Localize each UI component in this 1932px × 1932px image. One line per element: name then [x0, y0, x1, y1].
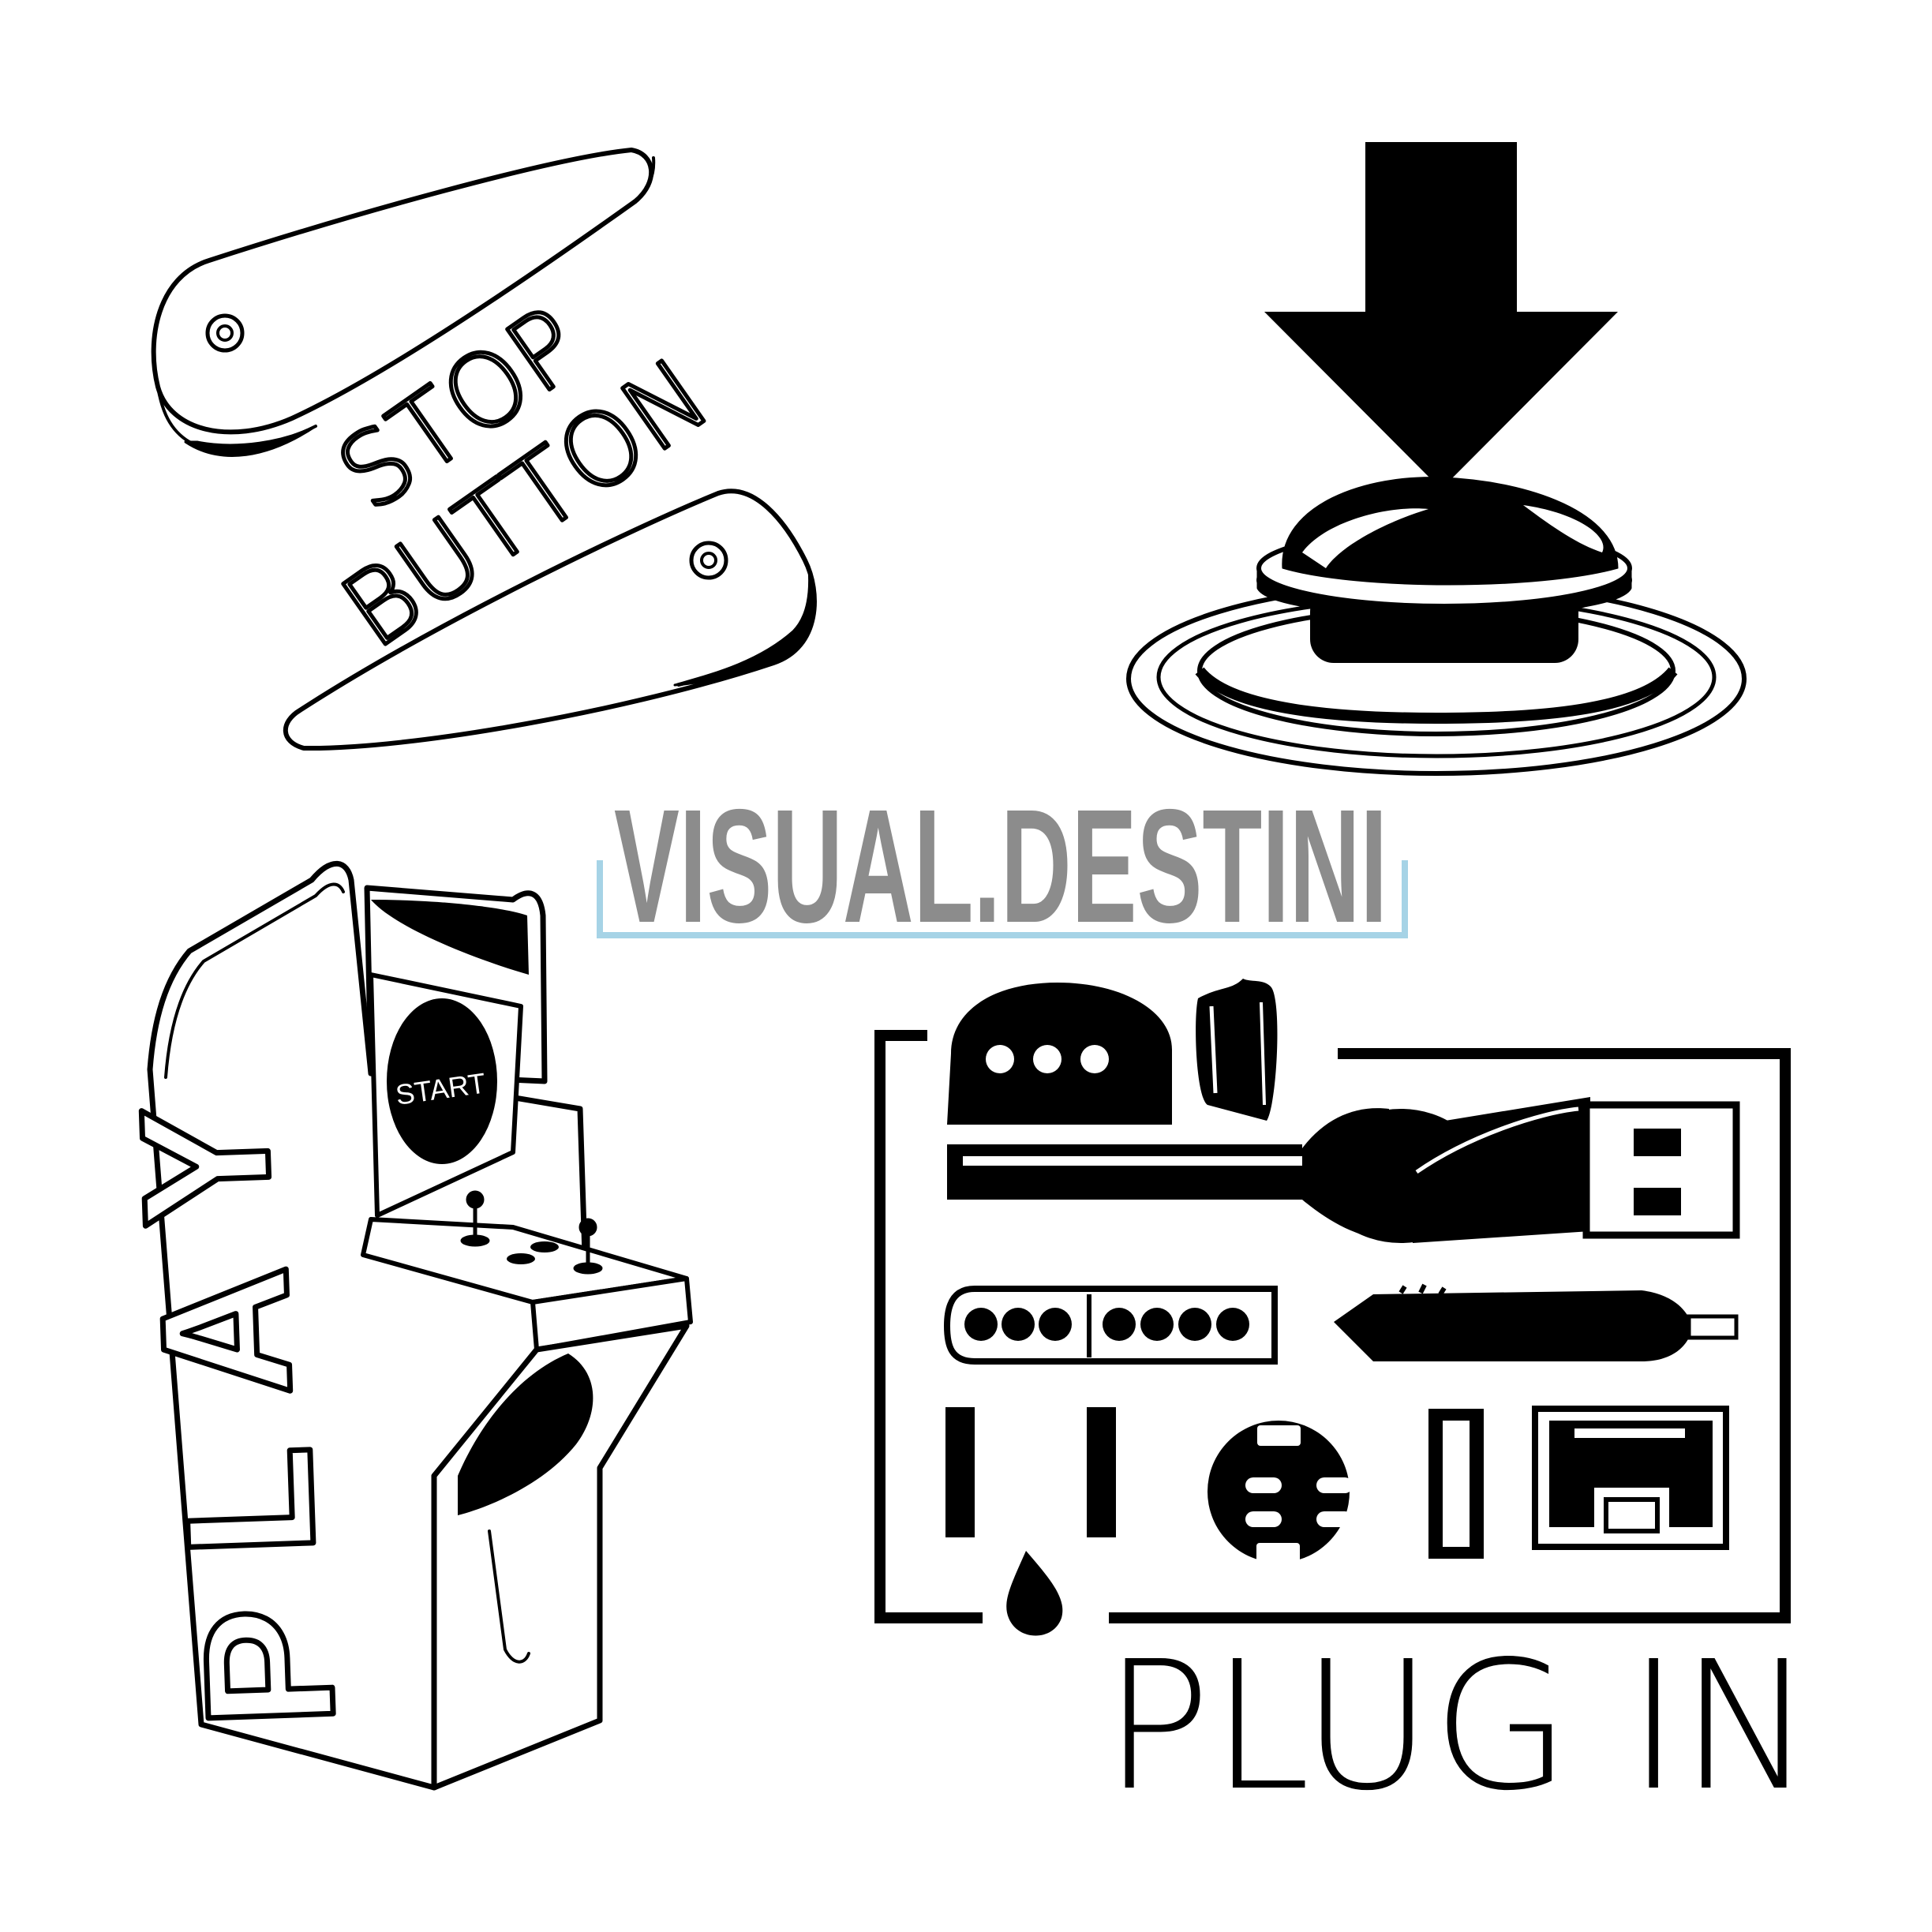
- joystick-icon: [460, 1190, 490, 1247]
- play-letter-p: P: [165, 1604, 372, 1732]
- plug-in-illustration: PLUG IN: [874, 979, 1814, 1830]
- watermark: VISUAL.DESTINI: [597, 776, 1408, 957]
- play-letter-a: A: [122, 1263, 329, 1401]
- audio-jack-icon: [1334, 1283, 1739, 1361]
- pinball-flipper-icon: [151, 148, 656, 457]
- play-letter-y: Y: [102, 1103, 309, 1230]
- joystick-icon: [573, 1218, 603, 1275]
- arcade-button-icon: [1126, 477, 1747, 776]
- plug-in-label: PLUG IN: [1103, 1623, 1814, 1830]
- serial-port-icon: [947, 983, 1172, 1125]
- power-socket-icon: [1428, 1409, 1484, 1559]
- play-letter-l: L: [146, 1443, 353, 1560]
- watermark-text: VISUAL.DESTINI: [614, 776, 1387, 957]
- pinball-flipper-icon: [283, 489, 817, 751]
- stop-button-illustration: STOP BUTTON: [151, 148, 817, 751]
- usb-plug-icon: [947, 1097, 1740, 1243]
- arcade-cabinet-icon: START Y A L P: [99, 860, 693, 1791]
- serial-port-icon: [943, 1286, 1278, 1365]
- power-socket-icon: [1208, 1421, 1353, 1563]
- power-socket-icon: [945, 1407, 1116, 1537]
- power-socket-icon: [1196, 979, 1278, 1121]
- usb-plug-icon: [1532, 1406, 1729, 1550]
- download-arrow-icon: [1264, 142, 1618, 489]
- push-button-illustration: [1126, 142, 1747, 776]
